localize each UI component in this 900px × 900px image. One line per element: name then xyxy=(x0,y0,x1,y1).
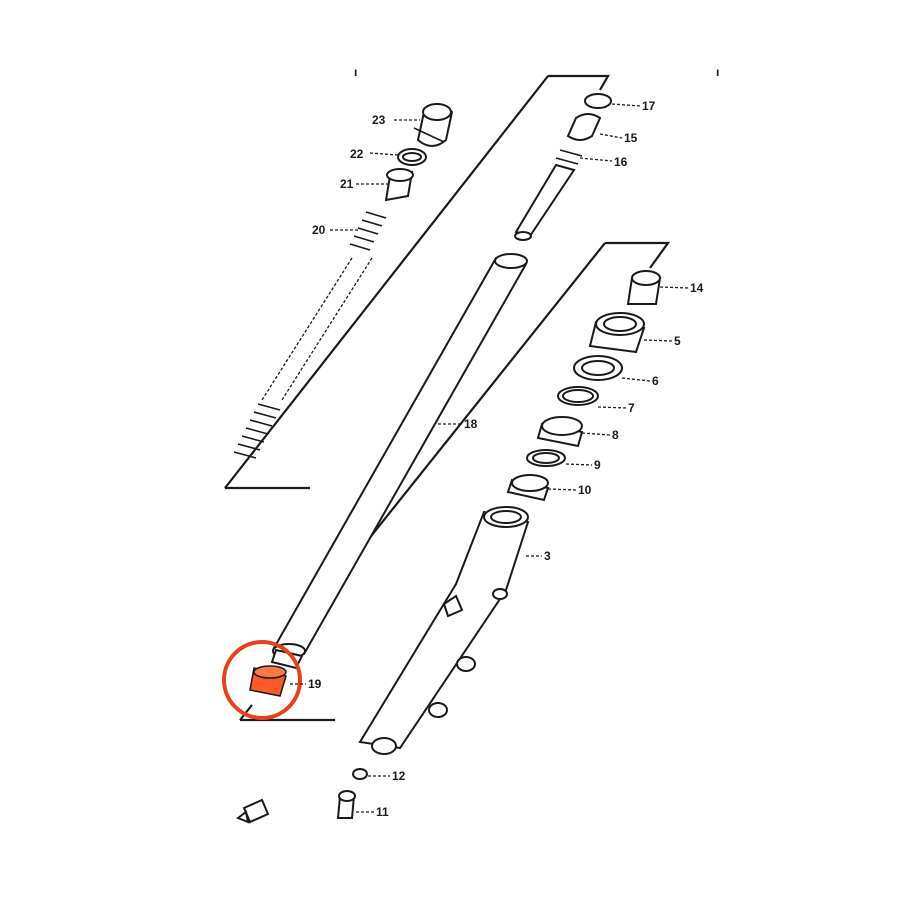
callout-15: 15 xyxy=(624,131,638,145)
retainer-ring xyxy=(557,386,599,406)
washer xyxy=(526,449,566,467)
callout-10: 10 xyxy=(578,483,592,497)
callout-8: 8 xyxy=(612,428,619,442)
callout-23: 23 xyxy=(372,113,386,127)
fork-cap-bolt xyxy=(413,103,454,147)
damper-rod xyxy=(514,93,612,241)
callout-7: 7 xyxy=(628,401,635,415)
callout-12: 12 xyxy=(392,769,406,783)
guide-bushing-highlighted xyxy=(222,640,302,720)
callout-9: 9 xyxy=(594,458,601,472)
callout-6: 6 xyxy=(652,374,659,388)
corner-mark-right: ı xyxy=(716,65,719,79)
fork-spring xyxy=(233,211,387,459)
callout-18: 18 xyxy=(464,417,478,431)
callout-22: 22 xyxy=(350,147,364,161)
seal-spacer xyxy=(536,416,584,448)
callout-19: 19 xyxy=(308,677,322,691)
callout-labels: 23 22 21 20 17 15 16 18 14 5 6 7 8 9 10 … xyxy=(308,99,704,819)
callout-14: 14 xyxy=(690,281,704,295)
spacer-collar xyxy=(384,168,414,202)
callout-5: 5 xyxy=(674,334,681,348)
dust-seal xyxy=(588,312,646,354)
callout-17: 17 xyxy=(642,99,656,113)
highlight-circle xyxy=(222,640,302,720)
outer-tube xyxy=(358,506,530,755)
oil-seal xyxy=(573,355,623,381)
axle-holder-bolt xyxy=(336,790,356,819)
callout-3: 3 xyxy=(544,549,551,563)
callout-20: 20 xyxy=(312,223,326,237)
dust-seal-cap xyxy=(626,270,662,305)
callout-11: 11 xyxy=(376,805,389,819)
leader-lines xyxy=(290,103,689,813)
outer-bushing xyxy=(506,474,550,502)
drain-screw xyxy=(352,768,368,780)
group-outline-spring xyxy=(224,74,610,490)
callout-16: 16 xyxy=(614,155,628,169)
front-direction-arrow xyxy=(235,798,270,824)
o-ring xyxy=(397,148,427,166)
callout-21: 21 xyxy=(340,177,354,191)
corner-mark-left: ı xyxy=(354,65,357,79)
